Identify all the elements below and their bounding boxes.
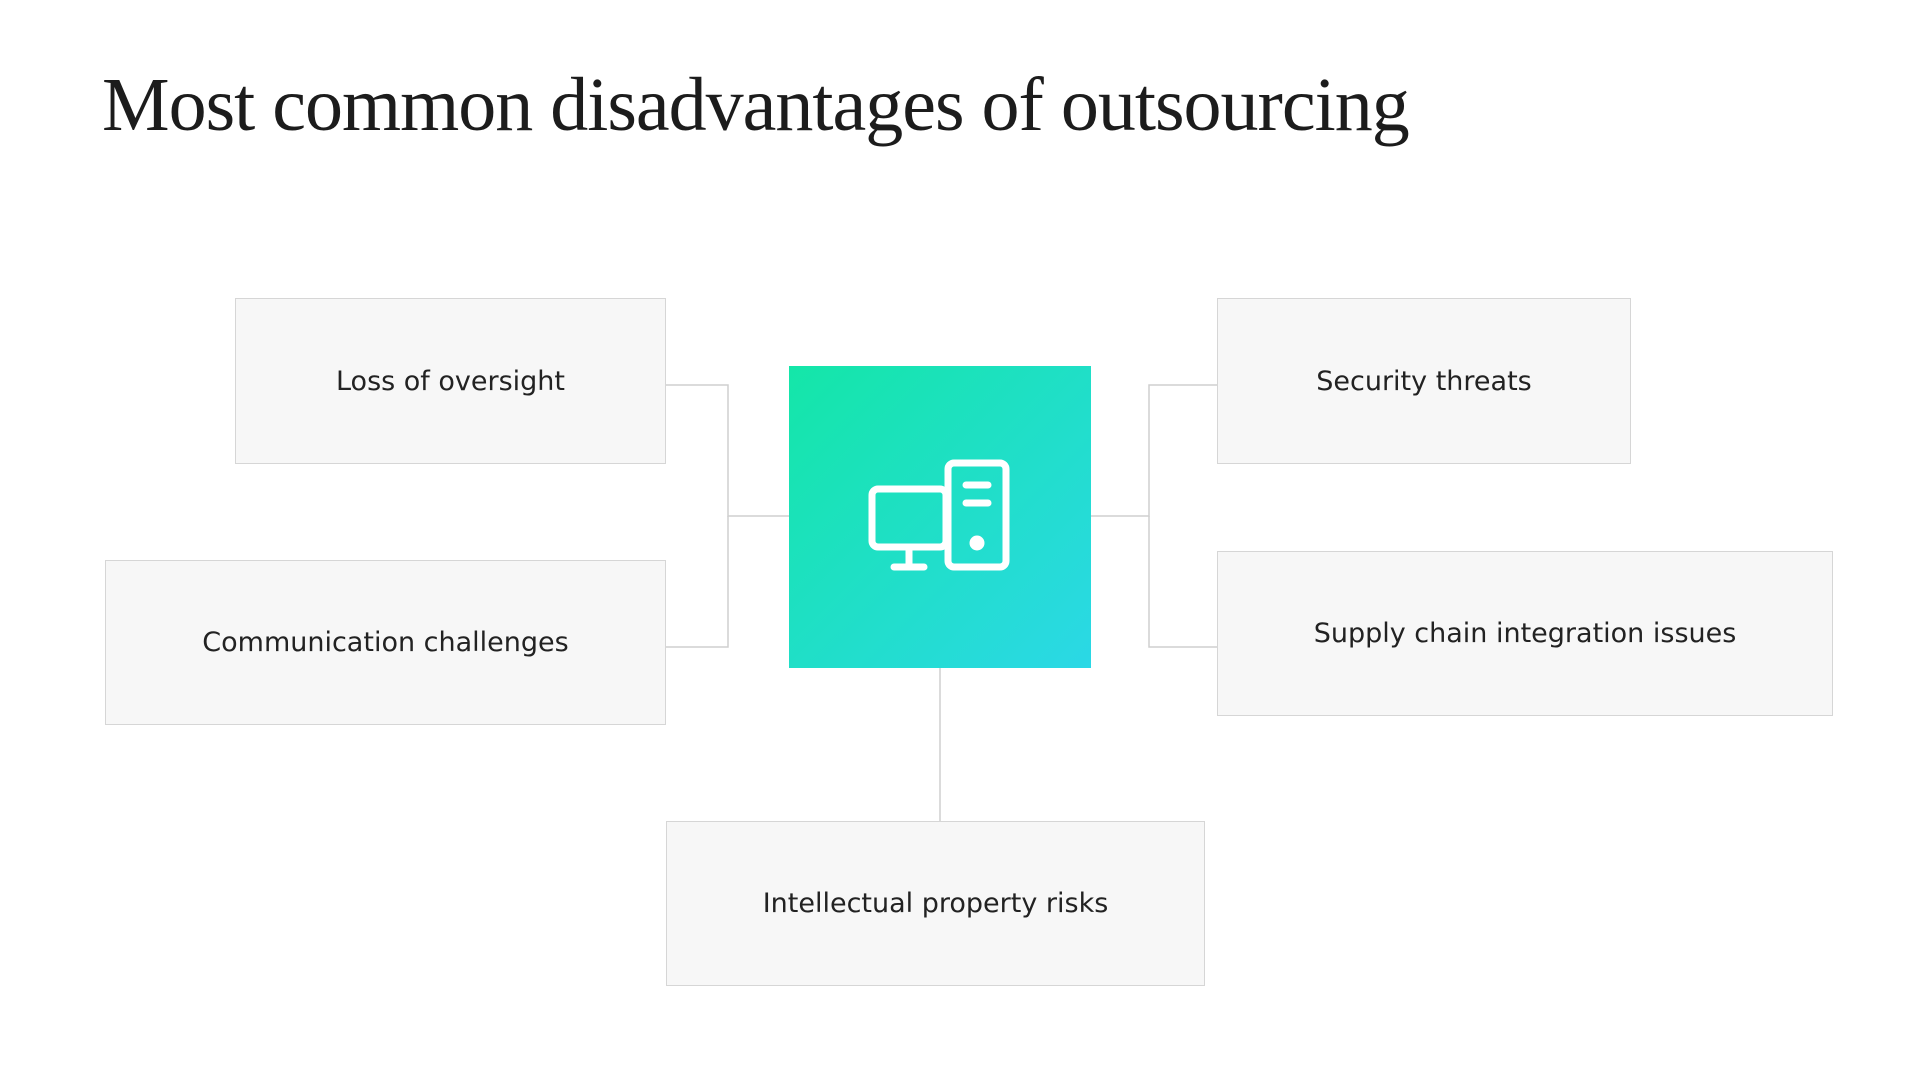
item-security-threats: Security threats [1217, 298, 1631, 464]
connector-loss-of-oversight [663, 384, 789, 517]
connector-communication-challenges [663, 516, 729, 648]
item-label: Supply chain integration issues [1313, 618, 1737, 649]
computer-icon [868, 459, 1010, 571]
item-label: Intellectual property risks [762, 888, 1109, 919]
connector-supply-chain [1148, 516, 1217, 648]
connector-security-threats [1091, 384, 1217, 517]
hub-tile [789, 366, 1091, 668]
item-communication-challenges: Communication challenges [105, 560, 666, 725]
item-supply-chain-integration-issues: Supply chain integration issues [1217, 551, 1833, 716]
item-label: Loss of oversight [335, 365, 566, 397]
page-title: Most common disadvantages of outsourcing [102, 63, 1410, 147]
item-label: Security threats [1316, 365, 1532, 397]
item-loss-of-oversight: Loss of oversight [235, 298, 666, 464]
item-label: Communication challenges [202, 627, 569, 658]
item-intellectual-property-risks: Intellectual property risks [666, 821, 1205, 986]
